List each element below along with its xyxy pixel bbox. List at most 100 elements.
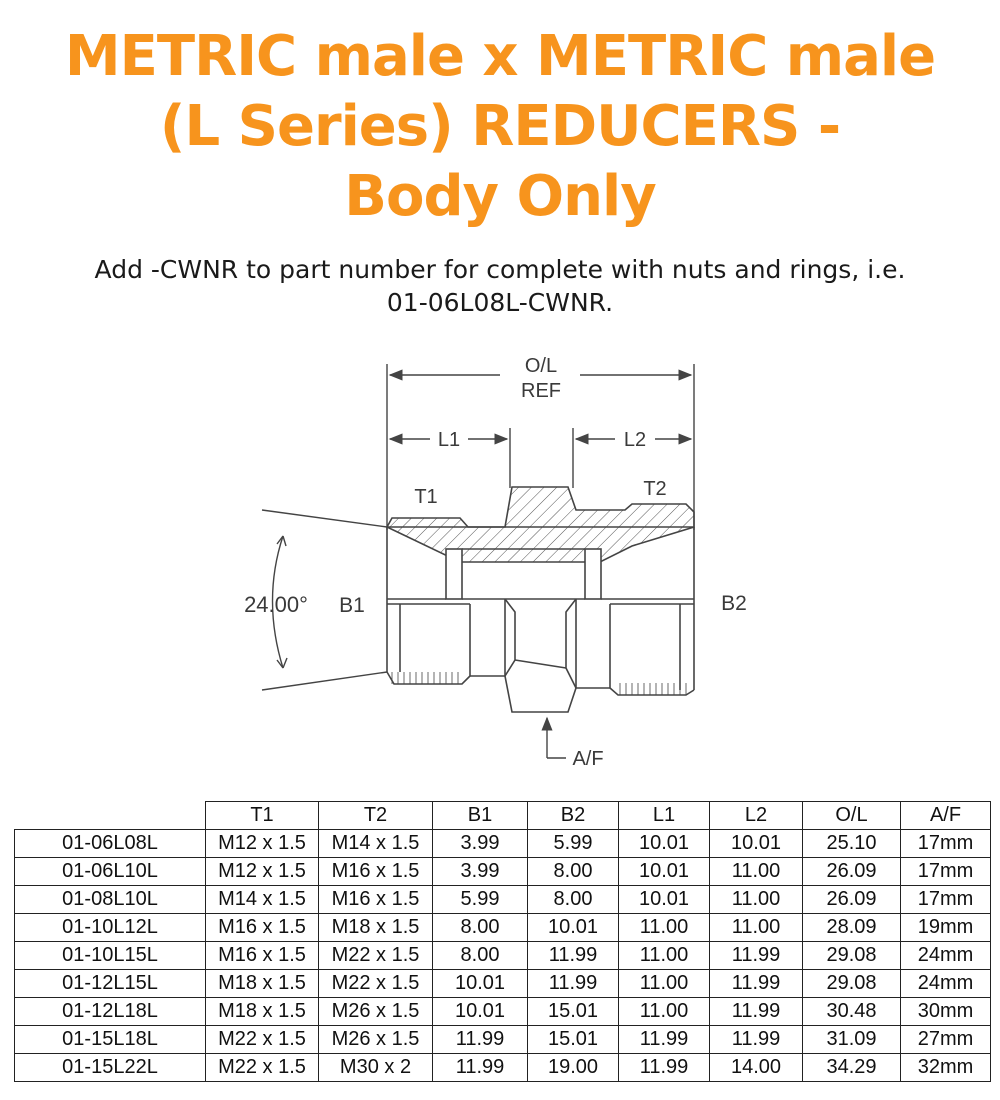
title-line-2: (L Series) REDUCERS -: [159, 94, 841, 159]
reducer-technical-drawing: O/L REF L1 L2 T1 T2: [244, 355, 747, 770]
cell-t1: M22 x 1.5: [205, 1025, 319, 1054]
t2-label: T2: [643, 478, 666, 500]
cell-part-number: 01-15L18L: [14, 1025, 206, 1054]
af-leader: [541, 716, 566, 759]
reducer-body-exterior: [386, 527, 695, 713]
cell-b1: 5.99: [432, 885, 528, 914]
header-af: A/F: [900, 801, 991, 830]
angle-dimension: [261, 509, 388, 691]
cell-b1: 10.01: [432, 997, 528, 1026]
cell-t1: M18 x 1.5: [205, 997, 319, 1026]
cell-af: 30mm: [900, 997, 991, 1026]
cell-b1: 3.99: [432, 857, 528, 886]
cell-b2: 11.99: [527, 941, 619, 970]
cell-af: 24mm: [900, 941, 991, 970]
cell-b1: 8.00: [432, 941, 528, 970]
ordering-note-line-2: 01-06L08L-CWNR.: [386, 288, 614, 317]
angle-label: 24.00°: [244, 592, 308, 617]
cell-l1: 11.99: [618, 1025, 710, 1054]
cell-b2: 15.01: [527, 1025, 619, 1054]
cell-b2: 8.00: [527, 885, 619, 914]
title-line-1: METRIC male x METRIC male: [64, 24, 936, 89]
cell-af: 17mm: [900, 885, 991, 914]
cell-l2: 11.00: [709, 885, 803, 914]
cell-t2: M18 x 1.5: [318, 913, 433, 942]
cell-af: 24mm: [900, 969, 991, 998]
b1-label: B1: [339, 594, 365, 617]
cell-af: 19mm: [900, 913, 991, 942]
cell-t2: M26 x 1.5: [318, 1025, 433, 1054]
cell-l1: 11.00: [618, 997, 710, 1026]
cell-part-number: 01-06L10L: [14, 857, 206, 886]
cell-part-number: 01-08L10L: [14, 885, 206, 914]
cell-b2: 19.00: [527, 1053, 619, 1082]
cell-ol: 29.08: [802, 969, 901, 998]
ordering-note: Add -CWNR to part number for complete wi…: [0, 253, 1000, 319]
cell-t1: M22 x 1.5: [205, 1053, 319, 1082]
cell-af: 32mm: [900, 1053, 991, 1082]
header-blank-cell: [14, 801, 206, 830]
ordering-note-line-1: Add -CWNR to part number for complete wi…: [94, 255, 906, 284]
b2-label: B2: [721, 592, 747, 615]
cell-b1: 11.99: [432, 1025, 528, 1054]
cell-l1: 10.01: [618, 857, 710, 886]
cell-l1: 11.99: [618, 1053, 710, 1082]
title-line-3: Body Only: [344, 164, 656, 229]
header-l2: L2: [709, 801, 803, 830]
header-b2: B2: [527, 801, 619, 830]
cell-part-number: 01-15L22L: [14, 1053, 206, 1082]
l2-dimension: [572, 428, 693, 488]
cell-l1: 11.00: [618, 941, 710, 970]
cell-ol: 29.08: [802, 941, 901, 970]
reducer-body-section: [385, 486, 695, 600]
header-l1: L1: [618, 801, 710, 830]
cell-t1: M14 x 1.5: [205, 885, 319, 914]
cell-t1: M16 x 1.5: [205, 913, 319, 942]
cell-b2: 8.00: [527, 857, 619, 886]
cell-t1: M12 x 1.5: [205, 829, 319, 858]
cell-t2: M22 x 1.5: [318, 969, 433, 998]
cell-ol: 28.09: [802, 913, 901, 942]
cell-l2: 11.00: [709, 913, 803, 942]
page-title: METRIC male x METRIC male (L Series) RED…: [0, 22, 1000, 232]
table-header-row: T1 T2 B1 B2 L1 L2 O/L A/F: [14, 801, 991, 830]
header-ol: O/L: [802, 801, 901, 830]
cell-ol: 34.29: [802, 1053, 901, 1082]
cell-b1: 3.99: [432, 829, 528, 858]
cell-b2: 11.99: [527, 969, 619, 998]
cell-l2: 14.00: [709, 1053, 803, 1082]
cell-part-number: 01-10L15L: [14, 941, 206, 970]
cell-l2: 11.99: [709, 1025, 803, 1054]
cell-t2: M16 x 1.5: [318, 857, 433, 886]
cell-t1: M16 x 1.5: [205, 941, 319, 970]
cell-part-number: 01-10L12L: [14, 913, 206, 942]
cell-t2: M14 x 1.5: [318, 829, 433, 858]
l1-dimension: [388, 428, 511, 488]
cell-l2: 11.00: [709, 857, 803, 886]
cell-af: 17mm: [900, 829, 991, 858]
cell-l2: 11.99: [709, 997, 803, 1026]
cell-l2: 11.99: [709, 969, 803, 998]
header-t1: T1: [205, 801, 319, 830]
cell-l1: 10.01: [618, 829, 710, 858]
cell-b2: 5.99: [527, 829, 619, 858]
cell-t2: M30 x 2: [318, 1053, 433, 1082]
cell-ol: 30.48: [802, 997, 901, 1026]
cell-l2: 11.99: [709, 941, 803, 970]
cell-part-number: 01-06L08L: [14, 829, 206, 858]
cell-b2: 10.01: [527, 913, 619, 942]
cell-l1: 10.01: [618, 885, 710, 914]
cell-t1: M18 x 1.5: [205, 969, 319, 998]
header-b1: B1: [432, 801, 528, 830]
cell-ol: 26.09: [802, 857, 901, 886]
cell-af: 17mm: [900, 857, 991, 886]
header-t2: T2: [318, 801, 433, 830]
